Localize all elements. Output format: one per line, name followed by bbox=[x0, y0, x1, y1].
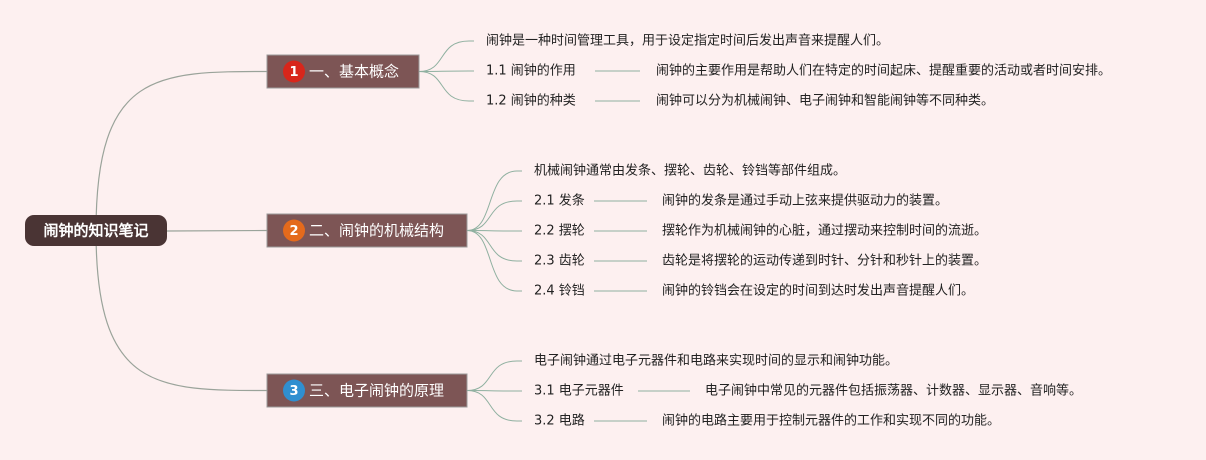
subtopic-description: 闹钟的主要作用是帮助人们在特定的时间起床、提醒重要的活动或者时间安排。 bbox=[656, 63, 1111, 79]
root-node[interactable]: 闹钟的知识笔记 bbox=[25, 215, 167, 246]
subtopic-label: 1.1 闹钟的作用 bbox=[486, 63, 576, 79]
subtopic-description: 闹钟可以分为机械闹钟、电子闹钟和智能闹钟等不同种类。 bbox=[656, 93, 994, 109]
subtopic-label: 2.4 铃铛 bbox=[534, 284, 585, 299]
branch-label: 二、闹钟的机械结构 bbox=[309, 222, 444, 240]
item-connector bbox=[466, 390, 522, 392]
intro-connector bbox=[418, 40, 474, 72]
item-connector bbox=[418, 70, 474, 72]
connector-layer bbox=[95, 40, 522, 422]
branch-label: 三、电子闹钟的原理 bbox=[309, 382, 444, 400]
subtopic-description: 摆轮作为机械闹钟的心脏，通过摆动来控制时间的流逝。 bbox=[662, 223, 987, 239]
subtopic-item[interactable]: 3.1 电子元器件 电子闹钟中常见的元器件包括振荡器、计数器、显示器、音响等。 bbox=[534, 383, 1082, 399]
subtopic-item[interactable]: 2.1 发条 闹钟的发条是通过手动上弦来提供驱动力的装置。 bbox=[534, 193, 948, 209]
root-connector-3 bbox=[95, 230, 268, 392]
root-node-box bbox=[25, 215, 167, 246]
subtopic-description: 齿轮是将摆轮的运动传递到时针、分针和秒针上的装置。 bbox=[662, 253, 987, 269]
item-connector bbox=[466, 200, 522, 231]
intro-connector bbox=[466, 360, 522, 391]
subtopic-label: 1.2 闹钟的种类 bbox=[486, 93, 576, 109]
subtopic-description: 电子闹钟中常见的元器件包括振荡器、计数器、显示器、音响等。 bbox=[705, 383, 1082, 399]
number-badge-icon bbox=[283, 219, 305, 242]
branch-intro-text: 电子闹钟通过电子元器件和电路来实现时间的显示和闹钟功能。 bbox=[534, 353, 898, 369]
number-badge-text: 3 bbox=[289, 384, 298, 399]
subtopic-label: 2.3 齿轮 bbox=[534, 254, 585, 269]
subtopic-item[interactable]: 1.2 闹钟的种类 闹钟可以分为机械闹钟、电子闹钟和智能闹钟等不同种类。 bbox=[486, 93, 994, 109]
subtopic-item[interactable]: 3.2 电路 闹钟的电路主要用于控制元器件的工作和实现不同的功能。 bbox=[534, 413, 1000, 429]
item-connector bbox=[466, 230, 522, 262]
subtopic-item[interactable]: 2.3 齿轮 齿轮是将摆轮的运动传递到时针、分针和秒针上的装置。 bbox=[534, 253, 987, 269]
root-node-label: 闹钟的知识笔记 bbox=[43, 222, 148, 240]
number-badge-icon bbox=[283, 379, 305, 402]
branch-node-1[interactable]: 1 一、基本概念 bbox=[266, 54, 420, 89]
subtopic-item[interactable]: 2.2 摆轮 摆轮作为机械闹钟的心脏，通过摆动来控制时间的流逝。 bbox=[534, 223, 987, 239]
root-connector-2 bbox=[166, 229, 268, 232]
number-badge-icon bbox=[283, 60, 305, 83]
node-layer: 闹钟的知识笔记 1 一、基本概念 闹钟是一种时间管理工具，用于设定指定时间后发出声音来… bbox=[25, 33, 1111, 429]
subtopic-item[interactable]: 2.4 铃铛 闹钟的铃铛会在设定的时间到达时发出声音提醒人们。 bbox=[534, 283, 974, 299]
branch-intro-text: 闹钟是一种时间管理工具，用于设定指定时间后发出声音来提醒人们。 bbox=[486, 33, 889, 49]
item-connector bbox=[466, 390, 522, 422]
intro-connector bbox=[466, 170, 522, 231]
branch-node-2[interactable]: 2 二、闹钟的机械结构 bbox=[266, 213, 468, 248]
root-connector-1 bbox=[95, 70, 268, 232]
subtopic-label: 2.1 发条 bbox=[534, 193, 585, 209]
item-connector bbox=[418, 71, 474, 102]
branch-node-3[interactable]: 3 三、电子闹钟的原理 bbox=[266, 373, 468, 408]
item-connector bbox=[466, 230, 522, 292]
subtopic-description: 闹钟的电路主要用于控制元器件的工作和实现不同的功能。 bbox=[662, 413, 1000, 429]
subtopic-label: 2.2 摆轮 bbox=[534, 224, 585, 239]
subtopic-item[interactable]: 1.1 闹钟的作用 闹钟的主要作用是帮助人们在特定的时间起床、提醒重要的活动或者时… bbox=[486, 63, 1111, 79]
number-badge-text: 1 bbox=[289, 65, 298, 80]
item-connector bbox=[466, 230, 522, 232]
subtopic-label: 3.2 电路 bbox=[534, 413, 585, 429]
branch-intro-text: 机械闹钟通常由发条、摆轮、齿轮、铃铛等部件组成。 bbox=[534, 163, 846, 179]
subtopic-description: 闹钟的铃铛会在设定的时间到达时发出声音提醒人们。 bbox=[662, 283, 974, 299]
subtopic-label: 3.1 电子元器件 bbox=[534, 384, 624, 399]
subtopic-description: 闹钟的发条是通过手动上弦来提供驱动力的装置。 bbox=[662, 193, 948, 209]
number-badge-text: 2 bbox=[289, 224, 298, 239]
branch-label: 一、基本概念 bbox=[309, 63, 399, 81]
